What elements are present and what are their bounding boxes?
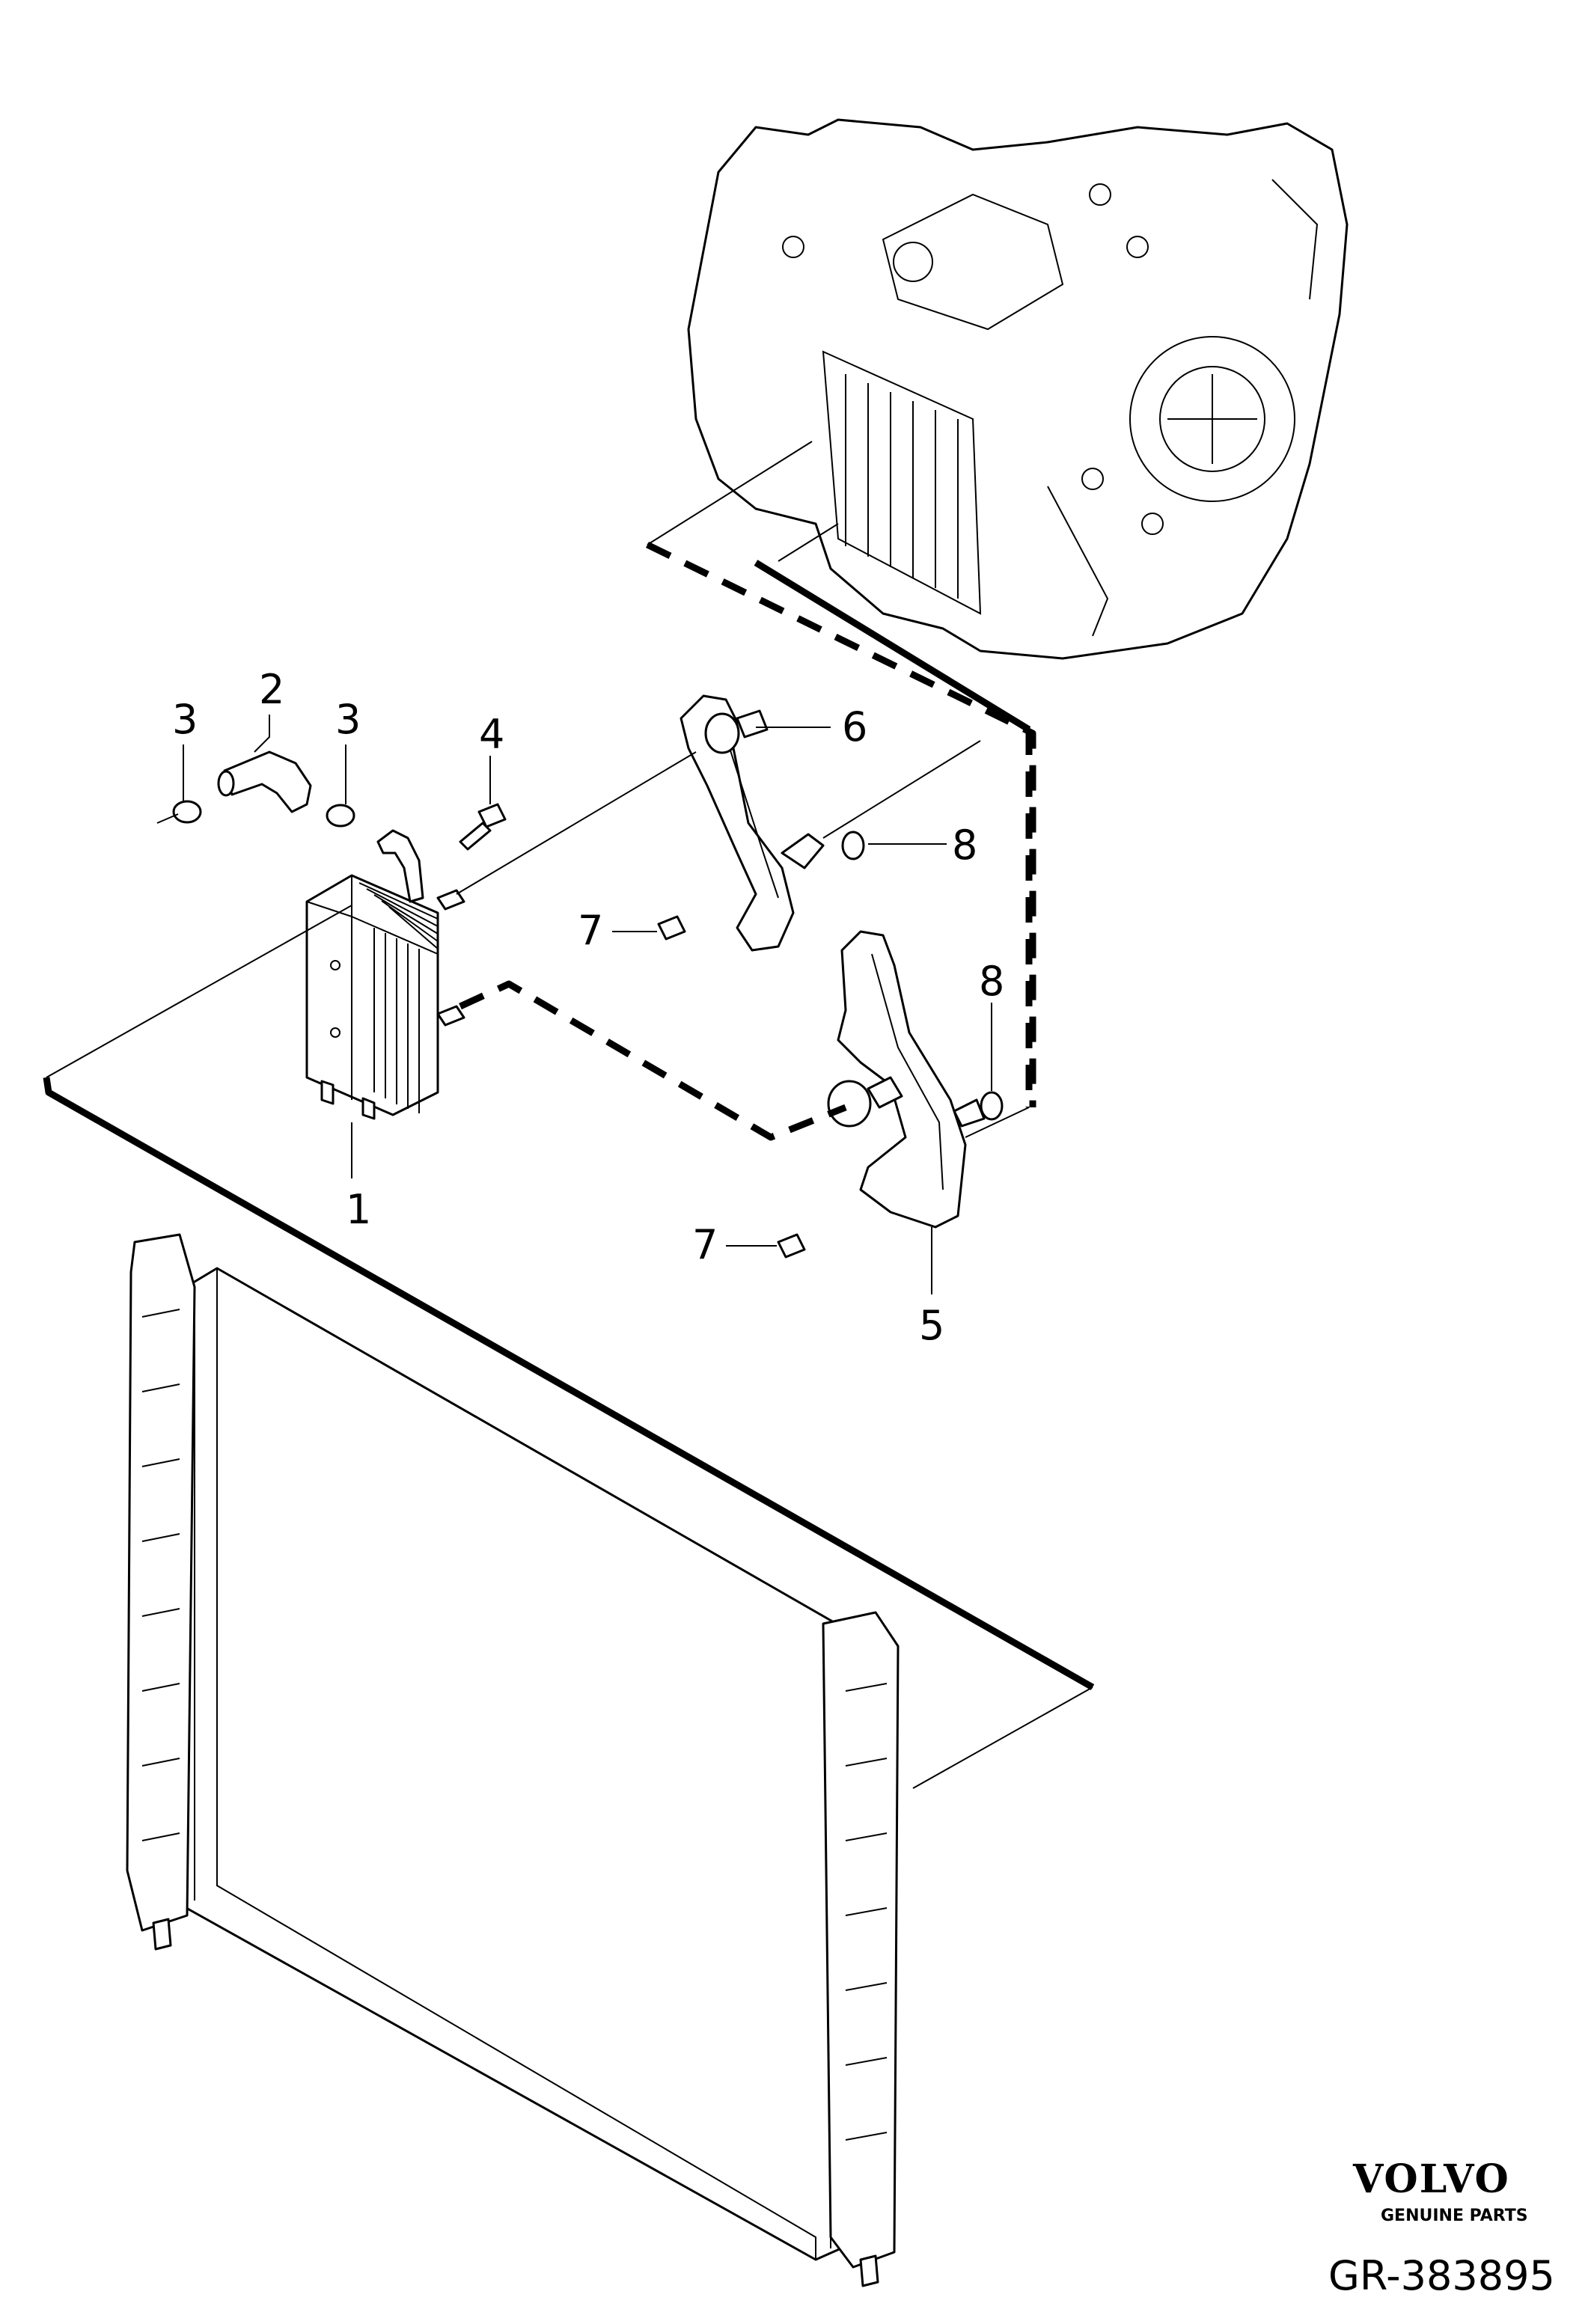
diagram-reference: GR-383895	[1328, 2252, 1555, 2299]
cooler-connection-lines	[46, 740, 981, 1141]
connection-lines	[646, 441, 1036, 1138]
callout-3-left: 3	[172, 696, 198, 743]
callout-3-right: 3	[335, 696, 361, 743]
callout-7-upper: 7	[578, 907, 603, 954]
brand-logo: VOLVO	[1352, 2156, 1510, 2202]
transmission-housing	[687, 118, 1349, 660]
hose-elbow	[217, 750, 312, 813]
callout-4: 4	[479, 711, 504, 758]
callout-2: 2	[259, 666, 284, 713]
cooler-elbow-pipe	[376, 829, 424, 903]
oil-pipe-upper	[680, 694, 825, 952]
oil-cooler	[305, 874, 465, 1120]
brand-tagline: GENUINE PARTS	[1381, 2207, 1528, 2225]
oil-pipe-lower	[827, 930, 986, 1229]
callout-1: 1	[346, 1186, 371, 1233]
hose-clamp	[156, 800, 355, 828]
callout-8-lower: 8	[979, 958, 1004, 1005]
callout-leaders	[183, 715, 992, 1294]
callout-6: 6	[842, 703, 867, 750]
callout-7-lower: 7	[692, 1221, 718, 1268]
callout-5: 5	[919, 1302, 944, 1349]
o-ring	[841, 831, 1004, 1121]
screw	[657, 915, 806, 1259]
callout-8-upper: 8	[952, 822, 977, 869]
radiator-connection-lines	[43, 1077, 1095, 1789]
radiator	[126, 1233, 900, 2287]
bolt	[459, 803, 507, 851]
